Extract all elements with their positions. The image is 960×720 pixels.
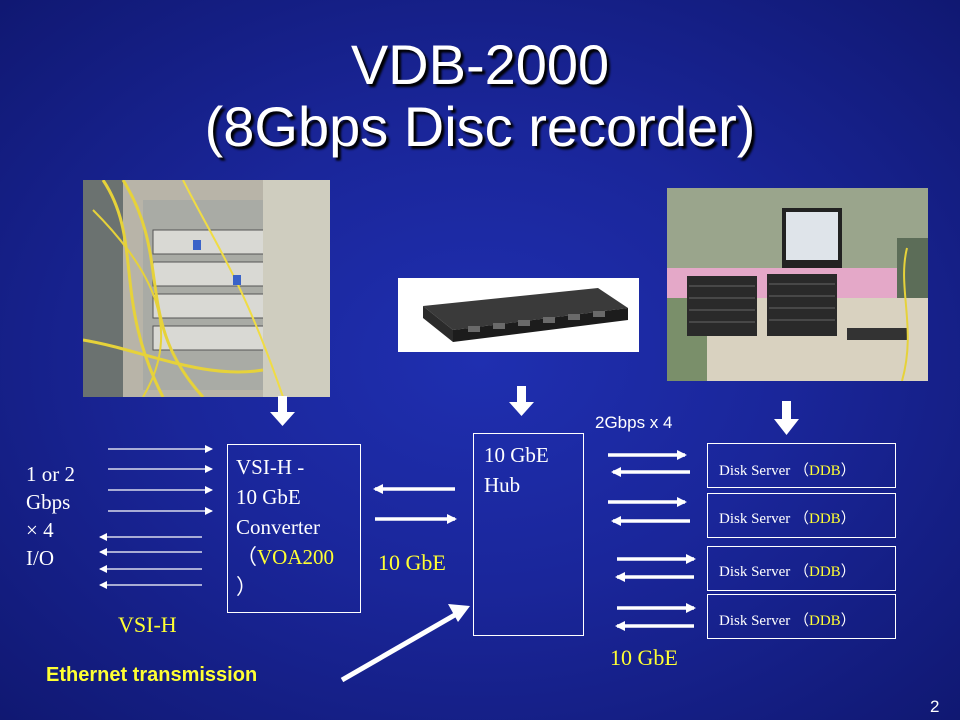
hub-line2: Hub xyxy=(484,473,521,497)
converter-model: VOA200 xyxy=(257,545,334,569)
io-label-line1: 1 or 2 xyxy=(26,462,75,486)
disk-server-box-2 xyxy=(707,493,896,538)
hub-box xyxy=(473,433,584,636)
hub-disk-links xyxy=(608,450,696,631)
disk-server-paren-close: ） xyxy=(840,613,856,629)
disk-server-label-1: Disk Server （DDB） xyxy=(719,459,856,480)
disk-server-model: DDB xyxy=(809,564,841,580)
disk-server-model: DDB xyxy=(809,511,841,527)
disk-server-label-4: Disk Server （DDB） xyxy=(719,609,856,630)
converter-rack-photo xyxy=(83,180,330,397)
converter-line5: ） xyxy=(236,575,257,599)
disk-server-name: Disk Server （ xyxy=(719,511,809,527)
slide-number: 2 xyxy=(930,697,940,716)
disk-server-label-3: Disk Server （DDB） xyxy=(719,560,856,581)
disk-server-paren-close: ） xyxy=(840,511,856,527)
converter-line3: Converter xyxy=(236,515,320,539)
converter-paren-open: （ xyxy=(236,545,257,569)
disk-server-model: DDB xyxy=(809,613,841,629)
hub-link-label: 10 GbE xyxy=(610,645,678,670)
hub-rate-label: 2Gbps x 4 xyxy=(595,413,673,432)
converter-box xyxy=(227,444,361,613)
disk-server-name: Disk Server （ xyxy=(719,613,809,629)
disk-server-box-3 xyxy=(707,546,896,591)
disk-server-box-1 xyxy=(707,443,896,488)
disk-server-name: Disk Server （ xyxy=(719,564,809,580)
disk-server-photo xyxy=(667,188,928,381)
disk-server-paren-close: ） xyxy=(840,463,856,479)
disk-server-paren-close: ） xyxy=(840,564,856,580)
disk-server-label-2: Disk Server （DDB） xyxy=(719,507,856,528)
hub-text: 10 GbE Hub xyxy=(484,440,549,500)
vsi-h-bus-label: VSI-H xyxy=(118,612,177,637)
hub-photo xyxy=(398,278,639,352)
converter-hub-link xyxy=(373,484,457,524)
slide-title-line1: VDB-2000 xyxy=(350,33,610,96)
converter-line2: 10 GbE xyxy=(236,485,301,509)
io-label-line2: Gbps xyxy=(26,490,71,514)
converter-text: VSI-H - 10 GbE Converter （VOA200 ） xyxy=(236,452,376,602)
vsi-h-input-lines xyxy=(108,445,213,515)
ethernet-arrow xyxy=(340,604,470,683)
slide-title-line2: (8Gbps Disc recorder) xyxy=(204,95,756,158)
disk-server-name: Disk Server （ xyxy=(719,463,809,479)
ethernet-transmission-label: Ethernet transmission xyxy=(46,664,258,686)
converter-line1: VSI-H - xyxy=(236,455,305,479)
io-label-line3: × 4 xyxy=(26,518,54,542)
disk-server-model: DDB xyxy=(809,463,841,479)
disk-server-box-4 xyxy=(707,594,896,639)
converter-link-label: 10 GbE xyxy=(378,550,446,575)
down-arrows xyxy=(270,386,799,435)
io-label-line4: I/O xyxy=(26,546,54,570)
vsi-h-output-lines xyxy=(99,533,202,589)
hub-line1: 10 GbE xyxy=(484,443,549,467)
io-label: 1 or 2 Gbps × 4 I/O xyxy=(26,460,75,572)
converter-line4: （VOA200 xyxy=(236,542,376,572)
